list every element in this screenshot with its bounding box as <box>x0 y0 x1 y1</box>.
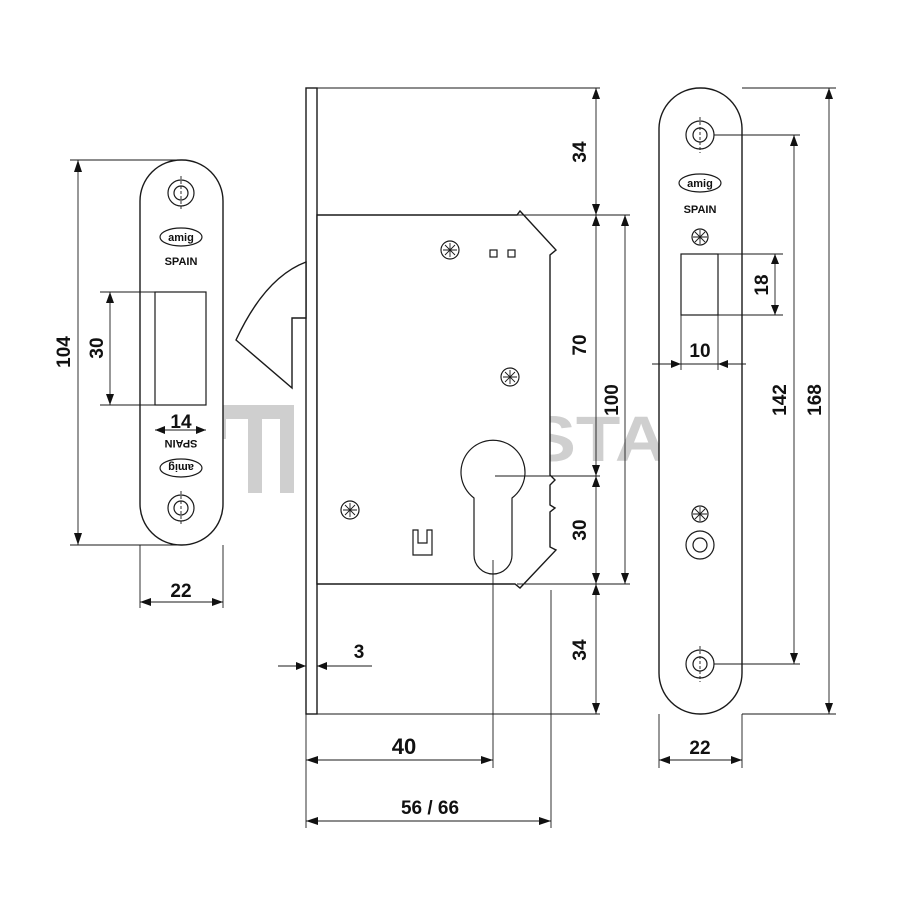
dim-faceplate-height: 168 <box>805 384 826 416</box>
cylinder-cutout <box>460 439 526 575</box>
faceplate-dimensions: 18 10 142 168 22 <box>652 87 836 768</box>
dim-center-to-bottom: 30 <box>570 519 591 540</box>
svg-text:amig: amig <box>168 461 194 473</box>
striker-opening <box>154 291 207 406</box>
dim-striker-opening-height: 30 <box>87 337 108 358</box>
striker-bottom-logo: amig <box>159 458 203 478</box>
dim-faceplate-thickness: 3 <box>354 642 365 663</box>
dim-faceplate-width: 22 <box>689 738 710 759</box>
faceplate-cylinder-screw-hole <box>685 530 715 560</box>
dim-faceplate-opening-height: 18 <box>752 274 773 295</box>
watermark-logo-icon <box>212 405 294 493</box>
hook-bolt <box>235 260 307 390</box>
dim-case-depth: 56 / 66 <box>401 798 459 819</box>
dim-backset: 40 <box>392 734 416 759</box>
dim-hook-to-center: 70 <box>570 334 591 355</box>
faceplate-small-screw-bottom <box>691 505 709 523</box>
faceplate-country: SPAIN <box>684 204 717 216</box>
dim-faceplate-opening-width: 10 <box>689 341 710 362</box>
svg-text:amig: amig <box>687 178 713 190</box>
front-faceplate: amig SPAIN <box>658 87 743 715</box>
faceplate-opening <box>680 253 719 316</box>
striker-top-logo: amig <box>159 227 203 247</box>
case-screw-bottom <box>340 500 360 520</box>
lock-body <box>235 87 558 715</box>
latch-tab <box>412 529 433 556</box>
lock-case <box>316 209 558 589</box>
striker-dimensions: 104 30 14 22 <box>54 159 224 608</box>
dim-striker-opening-width: 14 <box>170 412 192 433</box>
faceplate-logo: amig <box>678 173 722 193</box>
striker-plate: amig SPAIN SPAIN amig <box>139 159 224 546</box>
dim-screw-spacing: 142 <box>770 384 791 416</box>
case-slot-right <box>507 249 516 258</box>
dim-striker-height: 104 <box>54 336 75 368</box>
case-screw-middle <box>500 367 520 387</box>
dim-bottom-offset: 34 <box>570 639 591 661</box>
svg-text:amig: amig <box>168 232 194 244</box>
faceplate-small-screw-top <box>691 228 709 246</box>
front-faceplate-body <box>658 87 743 715</box>
case-slot-left <box>489 249 498 258</box>
dim-striker-width: 22 <box>170 581 191 602</box>
case-screw-top <box>440 240 460 260</box>
dim-top-offset: 34 <box>570 141 591 163</box>
dim-hook-to-bottom: 100 <box>602 384 623 416</box>
striker-top-country: SPAIN <box>165 256 198 268</box>
lock-dimensions: 34 70 30 34 100 40 56 / 66 3 <box>278 87 630 828</box>
striker-plate-body <box>139 159 224 546</box>
lock-faceplate-strip <box>305 87 318 715</box>
striker-bottom-country: SPAIN <box>165 437 198 449</box>
